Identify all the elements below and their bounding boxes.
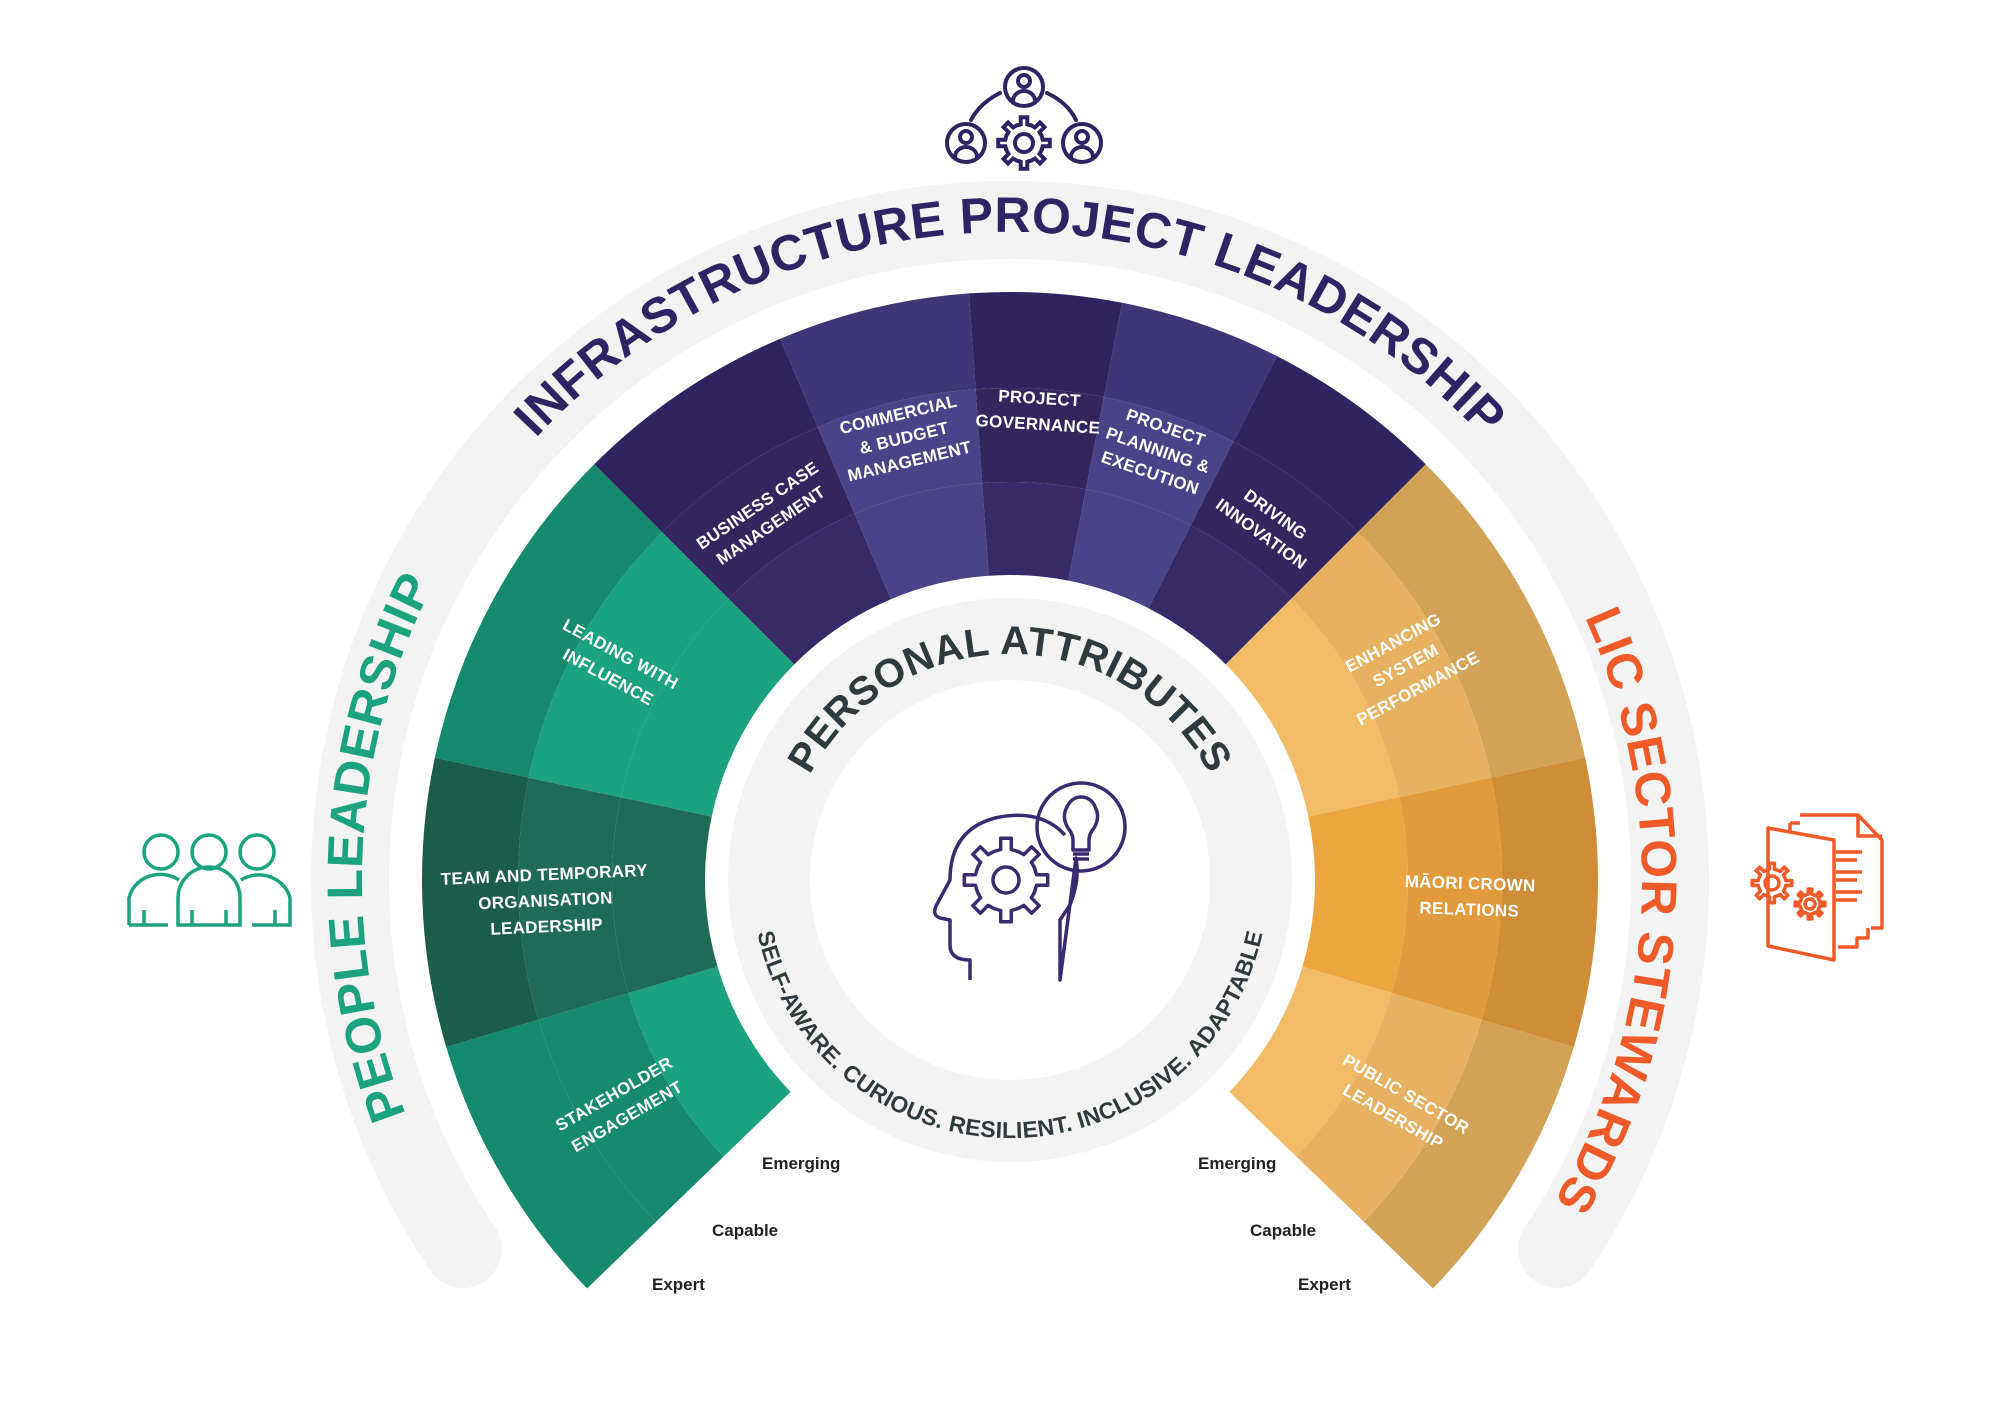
- level-emerging-left: Emerging: [762, 1154, 840, 1173]
- segment-stakeholder-emerging: [628, 966, 791, 1157]
- segment-innovation-expert: [1233, 356, 1426, 533]
- segment-influence-emerging: [620, 598, 795, 817]
- head-gear-lightbulb-icon: [932, 781, 1127, 982]
- segment-team-expert: [422, 757, 539, 1048]
- segment-maori-capable: [1391, 777, 1502, 1020]
- level-expert-left: Expert: [652, 1275, 705, 1294]
- label-maori: MĀORI CROWNRELATIONS: [1404, 872, 1536, 922]
- segment-team[interactable]: [422, 757, 718, 1048]
- label-line: RELATIONS: [1419, 898, 1519, 920]
- segment-planning-expert: [1103, 302, 1277, 442]
- gear-large-icon: [1750, 861, 1794, 905]
- segment-innovation[interactable]: [1148, 356, 1426, 665]
- segment-public-leadership-expert: [1363, 1019, 1574, 1289]
- level-expert-right: Expert: [1298, 1275, 1351, 1294]
- segment-stakeholder[interactable]: [446, 966, 791, 1289]
- segment-system-capable: [1291, 532, 1492, 798]
- segment-planning-capable: [1085, 397, 1234, 526]
- segment-influence-expert: [434, 464, 663, 778]
- segment-governance[interactable]: [968, 292, 1123, 581]
- level-emerging-right: Emerging: [1198, 1154, 1276, 1173]
- segment-governance-capable: [975, 387, 1104, 490]
- level-capable-left: Capable: [712, 1221, 778, 1240]
- segment-public-leadership-capable: [1296, 993, 1482, 1222]
- segment-governance-expert: [968, 292, 1123, 398]
- segment-team-capable: [518, 777, 629, 1020]
- segment-planning[interactable]: [1068, 302, 1277, 609]
- segment-business-case-emerging: [728, 513, 891, 665]
- team-network-gear-icon: [945, 66, 1103, 171]
- segment-maori[interactable]: [1302, 757, 1598, 1048]
- documents-gears-icon: [1750, 813, 1884, 962]
- segment-planning-emerging: [1068, 489, 1191, 609]
- segment-system-expert: [1357, 464, 1586, 778]
- segment-maori-expert: [1481, 757, 1598, 1048]
- level-capable-right: Capable: [1250, 1221, 1316, 1240]
- competency-wedges: [422, 292, 1598, 1289]
- outer-gray-band: [311, 181, 1709, 1289]
- segment-stakeholder-expert: [446, 1019, 657, 1289]
- segment-commercial-capable: [817, 389, 983, 514]
- gear-small-icon: [1793, 887, 1827, 921]
- segment-maori-emerging: [1302, 797, 1408, 994]
- segment-commercial-emerging: [854, 482, 989, 600]
- gear-icon: [996, 115, 1052, 171]
- segment-commercial-expert: [780, 293, 976, 428]
- label-line: LEADERSHIP: [490, 915, 603, 939]
- pa-inner-circle: [810, 680, 1210, 1080]
- segment-business-case-expert: [594, 338, 818, 533]
- label-line: MĀORI CROWN: [1404, 872, 1535, 896]
- segment-business-case[interactable]: [594, 338, 891, 665]
- segment-team-emerging: [612, 797, 718, 994]
- center-gear-icon: [962, 836, 1050, 924]
- personal-attributes-ring: [728, 598, 1292, 1162]
- segment-innovation-capable: [1190, 441, 1358, 599]
- outer-gray-arc: [311, 181, 1709, 1289]
- segment-influence[interactable]: [434, 464, 795, 817]
- people-group-icon: [127, 833, 292, 927]
- segment-public-leadership-emerging: [1229, 966, 1392, 1157]
- segment-public-leadership[interactable]: [1229, 966, 1574, 1289]
- segment-commercial[interactable]: [780, 293, 989, 600]
- segment-stakeholder-capable: [538, 993, 724, 1222]
- segment-governance-emerging: [982, 482, 1086, 581]
- segment-influence-capable: [528, 532, 729, 798]
- segment-system-emerging: [1225, 598, 1400, 817]
- segment-system[interactable]: [1225, 464, 1586, 817]
- segment-innovation-emerging: [1148, 525, 1292, 665]
- segment-business-case-capable: [662, 427, 855, 599]
